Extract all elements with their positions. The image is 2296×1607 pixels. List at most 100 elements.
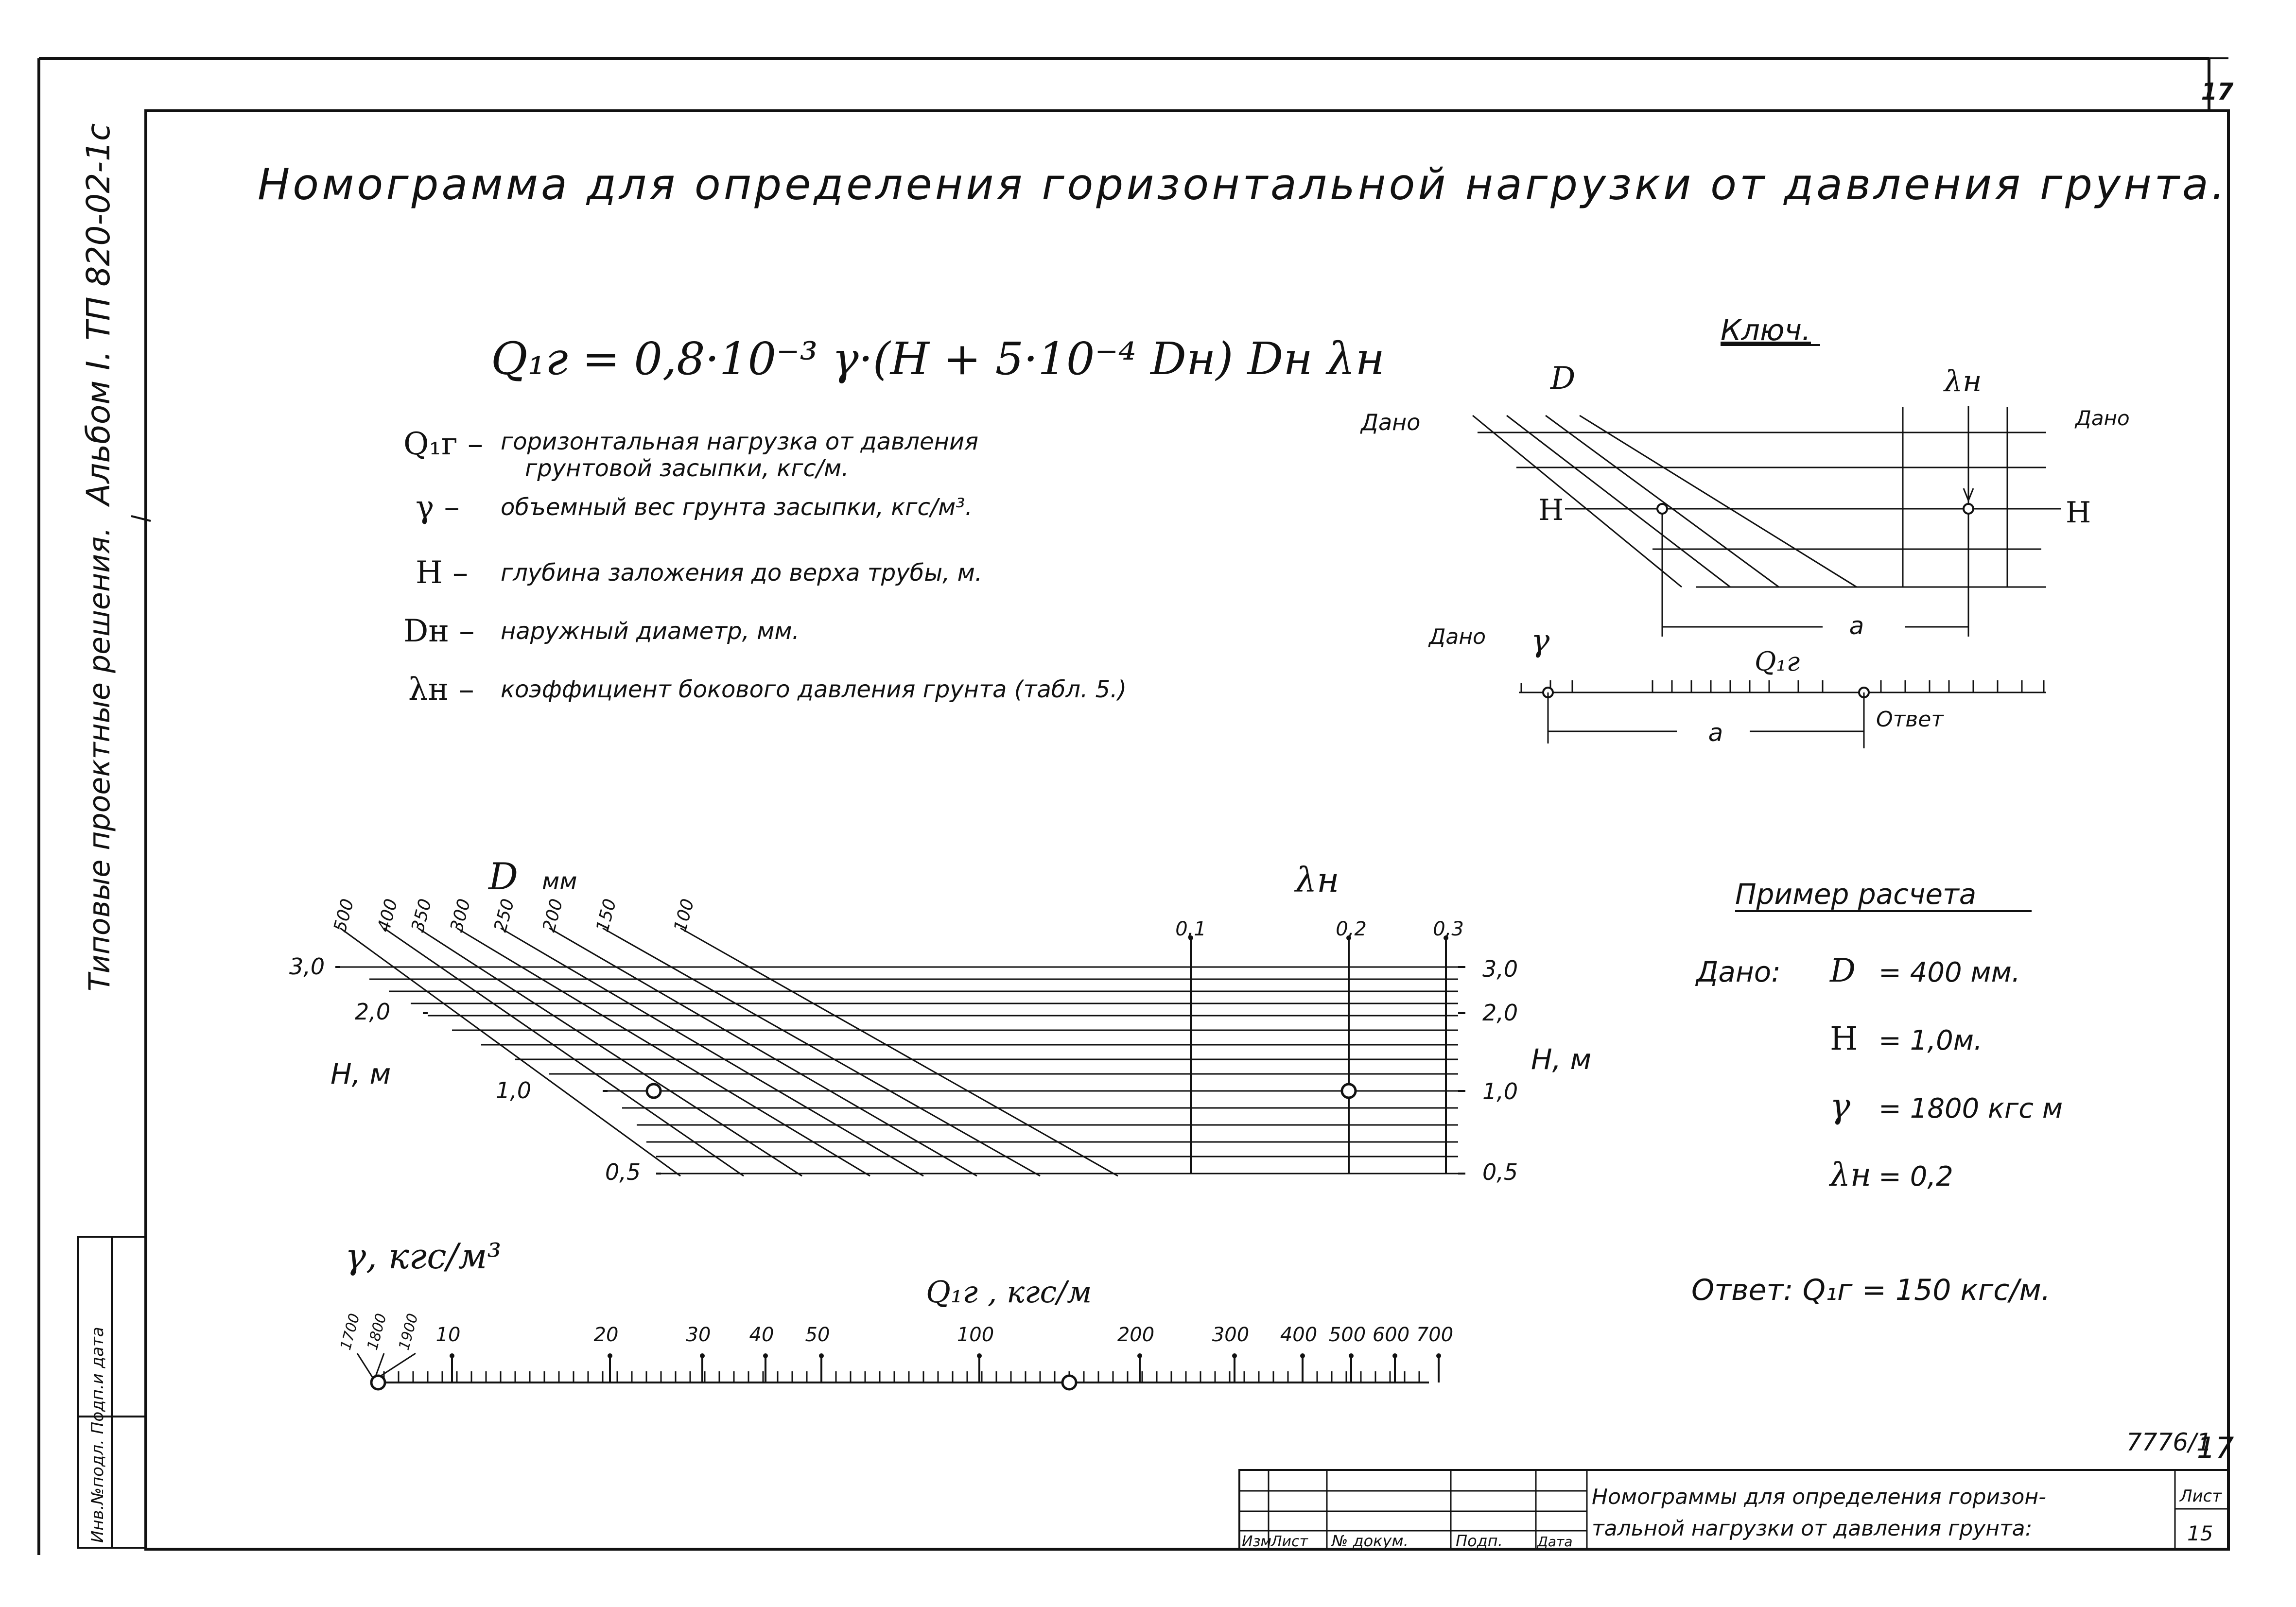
stamp-col-izm: Изм: [1242, 1533, 1271, 1550]
q-tick-label: 100: [957, 1324, 994, 1346]
q-tick-label: 600: [1373, 1324, 1409, 1346]
d-tick-label: 200: [539, 897, 567, 934]
stamp-caption-2: тальной нагрузки от давления грунта:: [1592, 1516, 2032, 1541]
stamp-caption-1: Номограммы для определения горизон-: [1592, 1485, 2046, 1509]
legend-text: грунтовой засыпки, кгс/м.: [525, 455, 849, 482]
q-tick-label: 40: [749, 1324, 774, 1346]
sheet-number: 17: [2201, 78, 2234, 105]
example-val: = 1,0м.: [1879, 1025, 1983, 1056]
example-val: = 400 мм.: [1879, 957, 2020, 988]
gamma-tick-label: 1800: [364, 1312, 390, 1352]
left-stamp: Инв.№подл. Подп.и дата: [77, 1236, 147, 1549]
q-tick-label: 20: [594, 1324, 619, 1346]
stamp-list-label: Лист: [2179, 1486, 2222, 1506]
key-title: Ключ.: [1721, 313, 1811, 347]
example-sym: H: [1830, 1020, 1858, 1057]
q-tick-dot: [819, 1353, 824, 1358]
q-tick-label: 400: [1280, 1324, 1317, 1346]
key-given-left: Дано: [1360, 409, 1420, 435]
example-given: Дано:: [1695, 955, 1781, 988]
h-tick-left: 0,5: [605, 1159, 641, 1185]
q-tick-dot: [1436, 1353, 1441, 1358]
key-a-top: a: [1849, 612, 1864, 640]
stamp-col-data: Дата: [1536, 1534, 1573, 1550]
legend-text: объемный вес грунта засыпки, кгс/м³.: [501, 494, 973, 521]
q-tick-label: 200: [1117, 1324, 1154, 1346]
stamp-col-ndok: № докум.: [1331, 1532, 1409, 1550]
stamp-col-podp: Подп.: [1456, 1532, 1503, 1550]
example-answer: Ответ: Q₁г = 150 кгс/м.: [1691, 1273, 2051, 1307]
key-q-label: Q₁г: [1755, 646, 1800, 677]
lambda-tick-dot: [1188, 935, 1193, 940]
q-tick-dot: [1349, 1353, 1354, 1358]
key-given-gamma: Дано: [1428, 624, 1486, 649]
d-line: [383, 927, 744, 1177]
example-val: = 1800 кгс м: [1879, 1093, 2063, 1124]
formula: Q₁г = 0,8·10⁻³ γ·(H + 5·10⁻⁴ Dн) Dн λн: [491, 333, 1385, 385]
example-sym: λн: [1828, 1156, 1871, 1193]
legend-symbol: γ –: [416, 489, 460, 525]
q-tick-label: 300: [1212, 1324, 1249, 1346]
d-tick-label: 100: [670, 897, 698, 934]
lambda-tick: 0,3: [1433, 918, 1464, 940]
d-tick-label: 350: [408, 897, 435, 934]
gamma-tick-leader: [356, 1353, 375, 1381]
q-tick-dot: [1300, 1353, 1305, 1358]
d-tick-label: 300: [447, 897, 474, 934]
h-tick-right: 1,0: [1482, 1078, 1518, 1105]
doc-number: 7776/1: [2126, 1428, 2212, 1456]
legend-symbol: Dн –: [403, 613, 474, 649]
example-sym: D: [1829, 952, 1856, 989]
d-tick-label: 250: [490, 897, 518, 934]
example-block: Пример расчета Дано: D = 400 мм. H = 1,0…: [1691, 878, 2063, 1307]
key-gamma: γ: [1531, 623, 1550, 659]
d-line: [680, 927, 1118, 1177]
legend-symbol: H –: [416, 555, 468, 591]
symbol-legend: Q₁г – горизонтальная нагрузка от давлени…: [403, 426, 1127, 708]
key-given-right: Дано: [2074, 406, 2130, 430]
q-tick-label: 700: [1416, 1324, 1453, 1346]
q-tick-label: 10: [436, 1324, 461, 1346]
q-tick-dot: [1137, 1353, 1142, 1358]
d-tick-label: 500: [330, 897, 358, 934]
q-tick-dot: [1232, 1353, 1237, 1358]
lambda-tick-dot: [1444, 935, 1448, 940]
key-answer: Ответ: [1876, 707, 1944, 732]
q-tick-label: 30: [686, 1324, 711, 1346]
d-line: [602, 927, 1041, 1177]
d-tick-label: 150: [592, 897, 620, 934]
legend-text: горизонтальная нагрузка от давления: [501, 428, 978, 455]
stamp-col-list: Лист: [1270, 1533, 1309, 1550]
q-axis-label: Q₁г , кгс/м: [926, 1274, 1092, 1310]
legend-text: коэффициент бокового давления грунта (та…: [501, 676, 1127, 703]
left-stamp-label: Инв.№подл. Подп.и дата: [88, 1327, 107, 1543]
h-tick-right: 3,0: [1482, 956, 1518, 982]
q-tick-dot: [1392, 1353, 1397, 1358]
q-tick-dot: [763, 1353, 768, 1358]
gamma-point: [370, 1374, 386, 1391]
legend-symbol: λн –: [408, 672, 474, 708]
key-diagram: Ключ. D λн Дано Дано H H a Дано: [1360, 313, 2130, 748]
lambda-tick-dot: [1346, 935, 1351, 940]
h-axis-label-left: H, м: [330, 1057, 391, 1090]
title-block: 7776/1 17 Изм Лист № докум. Подп. Дата Н…: [1238, 1428, 2234, 1550]
d-line: [417, 927, 802, 1177]
h-tick-right: 0,5: [1482, 1159, 1518, 1185]
q-tick-label: 500: [1329, 1324, 1366, 1346]
legend-text: наружный диаметр, мм.: [501, 618, 800, 645]
lambda-axis-label: λн: [1294, 860, 1339, 900]
side-series: Типовые проектные решения.: [83, 527, 117, 991]
legend-text: глубина заложения до верха трубы, м.: [501, 559, 982, 587]
q-tick-dot: [608, 1353, 612, 1358]
key-a-bottom: a: [1708, 719, 1723, 747]
d-axis-label: D: [487, 855, 518, 898]
h-tick-left: 3,0: [289, 953, 325, 980]
h-axis-label-right: H, м: [1531, 1043, 1591, 1076]
page-title: Номограмма для определения горизонтально…: [258, 159, 2228, 209]
d-axis-unit: мм: [542, 868, 577, 895]
lambda-tick: 0,2: [1336, 918, 1367, 940]
key-lambda-label: λн: [1943, 364, 1982, 398]
gamma-tick-label: 1700: [337, 1312, 364, 1352]
